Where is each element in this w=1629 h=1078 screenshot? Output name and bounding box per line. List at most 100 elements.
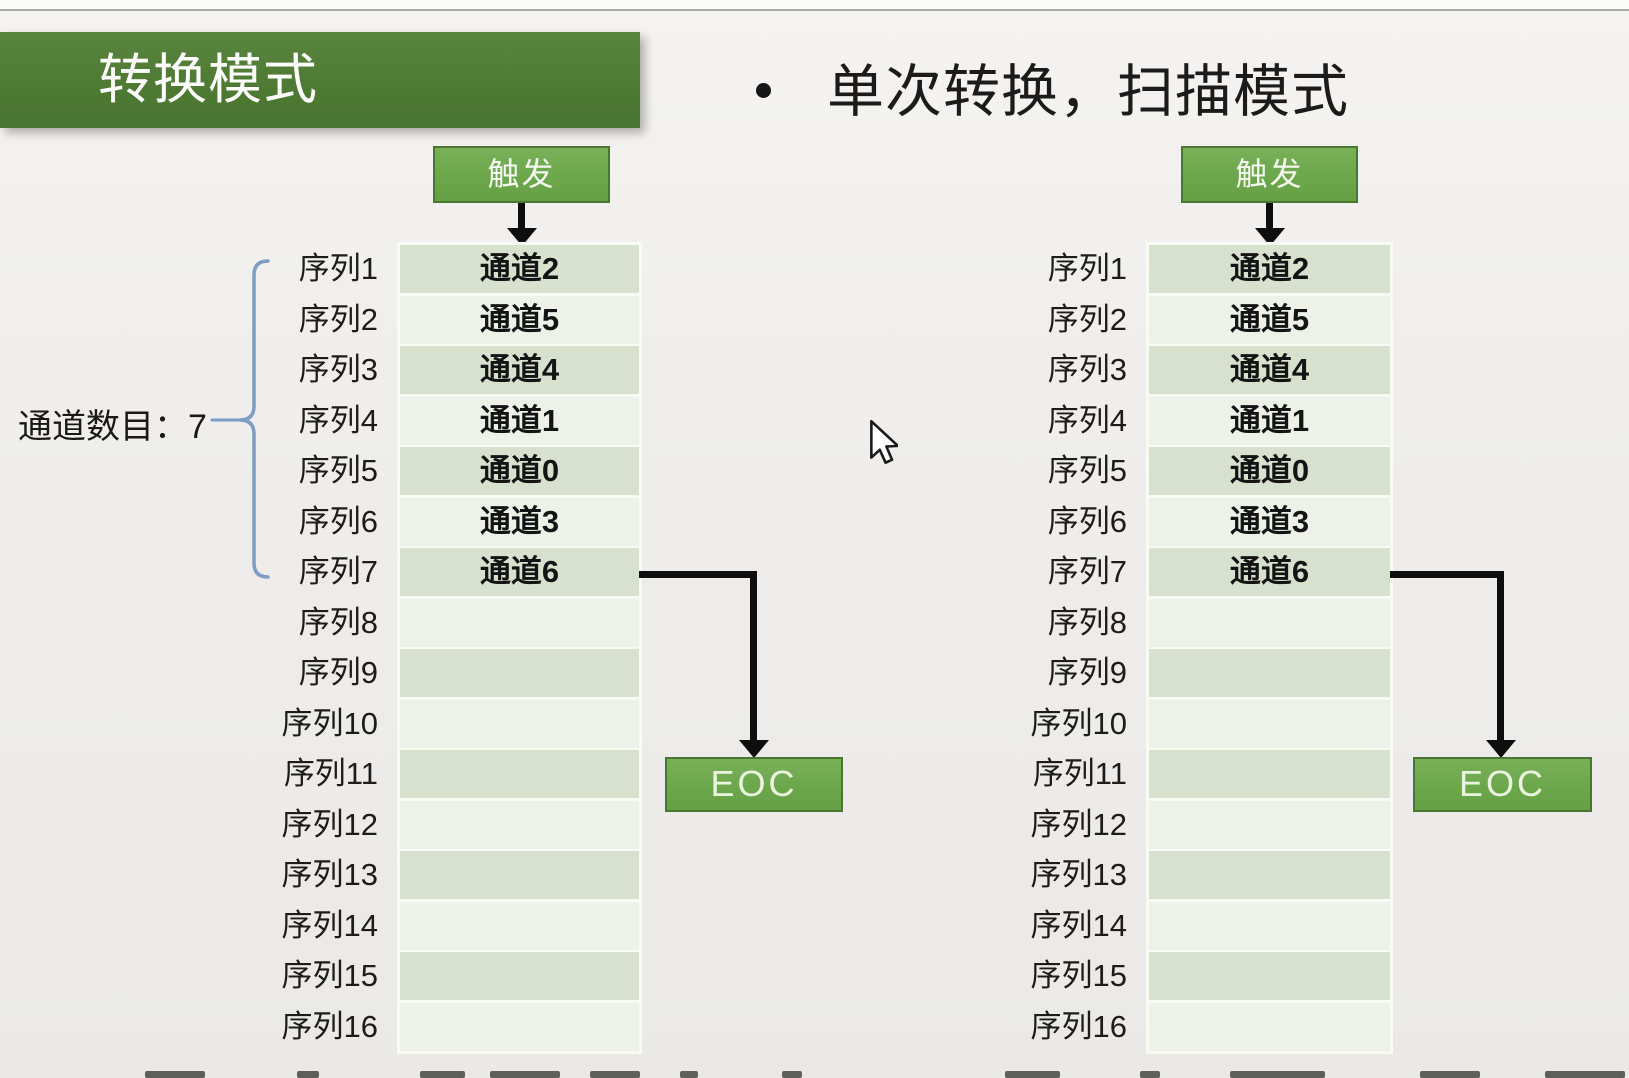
- sequence-label: 序列5: [1047, 453, 1127, 488]
- channel-cell: [400, 649, 639, 697]
- sequence-label: 序列4: [298, 403, 378, 438]
- bullet-item: 单次转换，扫描模式: [756, 52, 1349, 124]
- sequence-label: 序列16: [281, 1009, 378, 1044]
- channel-cell: 通道2: [400, 245, 639, 293]
- sequence-label: 序列6: [298, 504, 378, 539]
- channel-value: 通道2: [479, 251, 560, 286]
- channel-cell: [1149, 952, 1390, 1000]
- sequence-label: 序列10: [1030, 706, 1127, 741]
- sequence-label: 序列16: [1030, 1009, 1127, 1044]
- eoc-button: EOC: [665, 757, 843, 812]
- sequence-label: 序列4: [1047, 403, 1127, 438]
- sequence-label: 序列10: [281, 706, 378, 741]
- cutoff-text-fragment: [1005, 1071, 1060, 1078]
- sequence-label: 序列7: [298, 554, 378, 589]
- channel-value: 通道1: [1229, 403, 1310, 438]
- channel-cell: [400, 1003, 639, 1051]
- cutoff-text-fragment: [1230, 1071, 1325, 1078]
- channel-cell: [400, 851, 639, 899]
- channel-cell: [1149, 902, 1390, 950]
- sequence-label: 序列5: [298, 453, 378, 488]
- trigger-button: 触发: [1181, 146, 1358, 203]
- channel-cell: 通道5: [1149, 296, 1390, 344]
- sequence-label: 序列13: [281, 857, 378, 892]
- cutoff-text-fragment: [420, 1071, 465, 1078]
- channel-value: 通道5: [1229, 302, 1310, 337]
- cutoff-text-fragment: [490, 1071, 560, 1078]
- channel-cell: 通道2: [1149, 245, 1390, 293]
- mouse-pointer-icon: [870, 420, 898, 464]
- sequence-label: 序列9: [1047, 655, 1127, 690]
- down-arrow-icon: [518, 203, 525, 230]
- channel-value: 通道6: [479, 554, 560, 589]
- sequence-label: 序列13: [1030, 857, 1127, 892]
- elbow-arrow-icon: [750, 571, 757, 741]
- cutoff-text-fragment: [1140, 1071, 1160, 1078]
- window-top-bar: [0, 0, 1629, 11]
- cutoff-text-fragment: [782, 1071, 802, 1078]
- channel-cell: 通道1: [400, 397, 639, 445]
- channel-value: 通道1: [479, 403, 560, 438]
- cutoff-text-fragment: [297, 1071, 319, 1078]
- sequence-label: 序列7: [1047, 554, 1127, 589]
- sequence-label: 序列1: [298, 251, 378, 286]
- sequence-label: 序列6: [1047, 504, 1127, 539]
- channel-cell: 通道4: [400, 346, 639, 394]
- cutoff-text-fragment: [145, 1071, 205, 1078]
- channel-cell: [1149, 801, 1390, 849]
- channel-cell: [400, 952, 639, 1000]
- trigger-button: 触发: [433, 146, 610, 203]
- sequence-label: 序列2: [298, 302, 378, 337]
- sequence-label: 序列12: [1030, 807, 1127, 842]
- cutoff-text-fragment: [680, 1071, 698, 1078]
- elbow-arrow-icon: [1486, 740, 1516, 758]
- elbow-arrow-icon: [739, 740, 769, 758]
- down-arrow-icon: [1266, 203, 1273, 230]
- page-title: 转换模式: [98, 50, 318, 110]
- channel-value: 通道3: [479, 504, 560, 539]
- channel-cell: 通道4: [1149, 346, 1390, 394]
- channel-cell: 通道0: [1149, 447, 1390, 495]
- bullet-text: 单次转换，扫描模式: [827, 60, 1349, 124]
- channel-cell: [1149, 1003, 1390, 1051]
- sequence-label: 序列3: [298, 352, 378, 387]
- down-arrow-icon: [1255, 228, 1285, 246]
- channel-cell: [1149, 851, 1390, 899]
- sequence-label: 序列12: [281, 807, 378, 842]
- channel-cell: [1149, 649, 1390, 697]
- cutoff-text-fragment: [590, 1071, 640, 1078]
- channel-cell: 通道6: [400, 548, 639, 596]
- sequence-label: 序列3: [1047, 352, 1127, 387]
- elbow-arrow-icon: [639, 571, 757, 578]
- cutoff-text-fragment: [1420, 1071, 1480, 1078]
- sequence-label: 序列14: [1030, 908, 1127, 943]
- channel-value: 通道4: [1229, 352, 1310, 387]
- sequence-label: 序列15: [1030, 958, 1127, 993]
- sequence-label: 序列15: [281, 958, 378, 993]
- curly-brace-icon: [210, 259, 270, 579]
- channel-value: 通道2: [1229, 251, 1310, 286]
- channel-cell: 通道0: [400, 447, 639, 495]
- channel-cell: 通道5: [400, 296, 639, 344]
- channel-cell: 通道6: [1149, 548, 1390, 596]
- sequence-label: 序列8: [1047, 605, 1127, 640]
- channel-count-label: 通道数目：7: [18, 408, 207, 446]
- channel-cell: [400, 700, 639, 748]
- sequence-label: 序列2: [1047, 302, 1127, 337]
- channel-cell: [400, 902, 639, 950]
- cutoff-text-fragment: [1545, 1071, 1625, 1078]
- page-title-banner: 转换模式: [0, 32, 640, 128]
- channel-value: 通道3: [1229, 504, 1310, 539]
- eoc-button: EOC: [1413, 757, 1592, 812]
- down-arrow-icon: [507, 228, 537, 246]
- channel-cell: 通道1: [1149, 397, 1390, 445]
- elbow-arrow-icon: [1497, 571, 1504, 741]
- channel-cell: [1149, 599, 1390, 647]
- sequence-label: 序列8: [298, 605, 378, 640]
- channel-cell: 通道3: [1149, 498, 1390, 546]
- sequence-label: 序列11: [1032, 756, 1127, 791]
- channel-cell: [400, 599, 639, 647]
- sequence-label: 序列11: [283, 756, 378, 791]
- channel-cell: [400, 750, 639, 798]
- channel-cell: [1149, 750, 1390, 798]
